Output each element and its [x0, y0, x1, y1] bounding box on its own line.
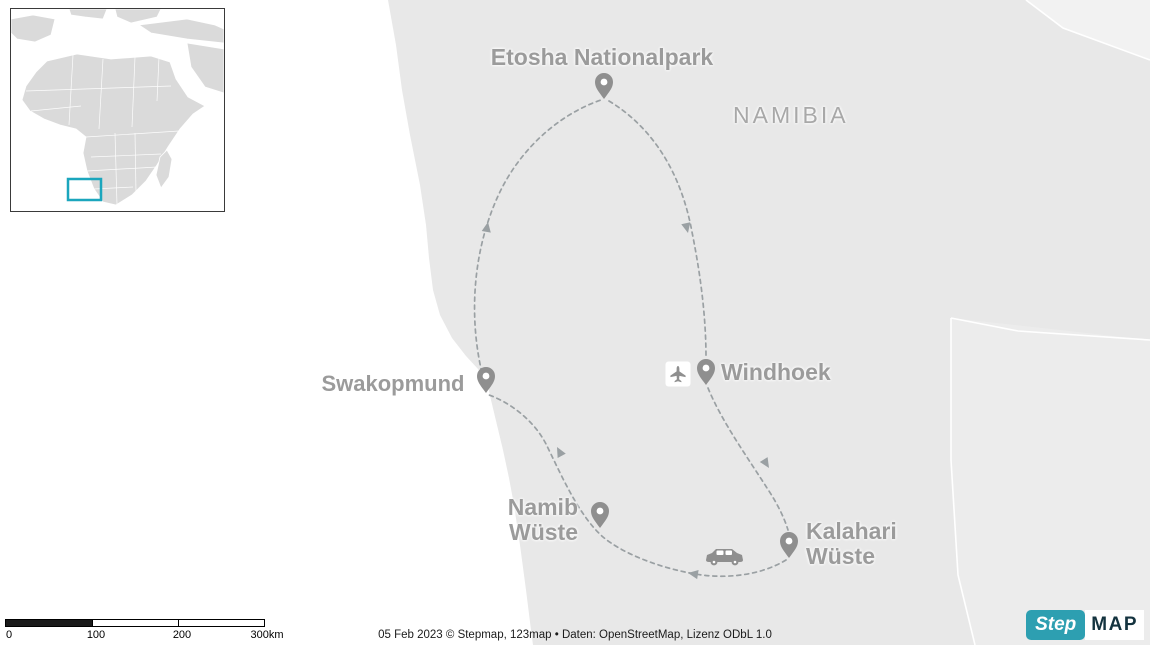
scale-bar-segments	[5, 619, 265, 627]
landmass-east-neighbour	[951, 318, 1150, 645]
inset-landmasses	[10, 8, 225, 206]
map-pin-etosha	[595, 73, 613, 99]
scale-segment-1	[6, 620, 92, 626]
route-kalahari-namib-swakopmund	[488, 394, 787, 578]
map-attribution: 05 Feb 2023 © Stepmap, 123map • Daten: O…	[378, 629, 772, 641]
scale-label-0: 0	[6, 629, 13, 641]
label-windhoek: Windhoek	[721, 359, 831, 385]
scale-label-100: 100	[86, 629, 106, 641]
label-etosha-nationalpark: Etosha Nationalpark	[490, 44, 714, 70]
label-kalahari-line1: Kalahari	[806, 518, 897, 544]
map-pin-namib	[591, 502, 609, 528]
inset-country-borders	[25, 54, 180, 206]
label-namib-line1: Namib	[507, 494, 578, 520]
label-kalahari-line2: Wüste	[806, 543, 875, 570]
map-pin-windhoek	[697, 359, 715, 385]
route-etosha-windhoek	[608, 100, 707, 359]
travel-route	[473, 99, 789, 578]
scale-segment-2	[92, 620, 178, 626]
country-border-caprivi	[950, 317, 1150, 341]
car-icon	[706, 549, 743, 566]
inset-map-drawing	[10, 8, 225, 206]
inset-highlight-rectangle	[66, 177, 103, 202]
label-swakopmund: Swakopmund	[318, 368, 468, 399]
country-border-northeast	[1025, 0, 1150, 61]
label-kalahari-wueste: Kalahari Wüste	[806, 518, 897, 570]
landmass-northeast-neighbour	[1026, 0, 1150, 60]
label-swakopmund-text: Swakopmund	[321, 370, 465, 396]
stepmap-logo-map: MAP	[1085, 610, 1144, 640]
airplane-icon	[665, 361, 691, 387]
label-namib-wueste: Namib Wüste	[458, 494, 578, 546]
label-country-namibia: NAMIBIA	[733, 102, 849, 128]
stepmap-logo-step: Step	[1026, 610, 1086, 640]
inset-madagascar	[155, 149, 173, 189]
map-pin-swakopmund	[477, 367, 495, 393]
stepmap-logo: Step MAP	[1026, 610, 1144, 640]
inset-map-africa	[10, 8, 225, 212]
scale-label-300km: 300km	[250, 629, 284, 641]
label-namib-line2: Wüste	[509, 519, 578, 546]
scale-segment-3	[178, 620, 264, 626]
map-pin-kalahari	[780, 532, 798, 558]
scale-label-200: 200	[172, 629, 192, 641]
scale-bar: 0 100 200 300km	[5, 617, 305, 643]
inset-africa-continent	[21, 53, 206, 206]
route-windhoek-kalahari	[707, 387, 789, 531]
route-swakopmund-etosha	[473, 99, 602, 389]
country-border-east	[950, 318, 976, 645]
map-pins	[477, 73, 798, 558]
